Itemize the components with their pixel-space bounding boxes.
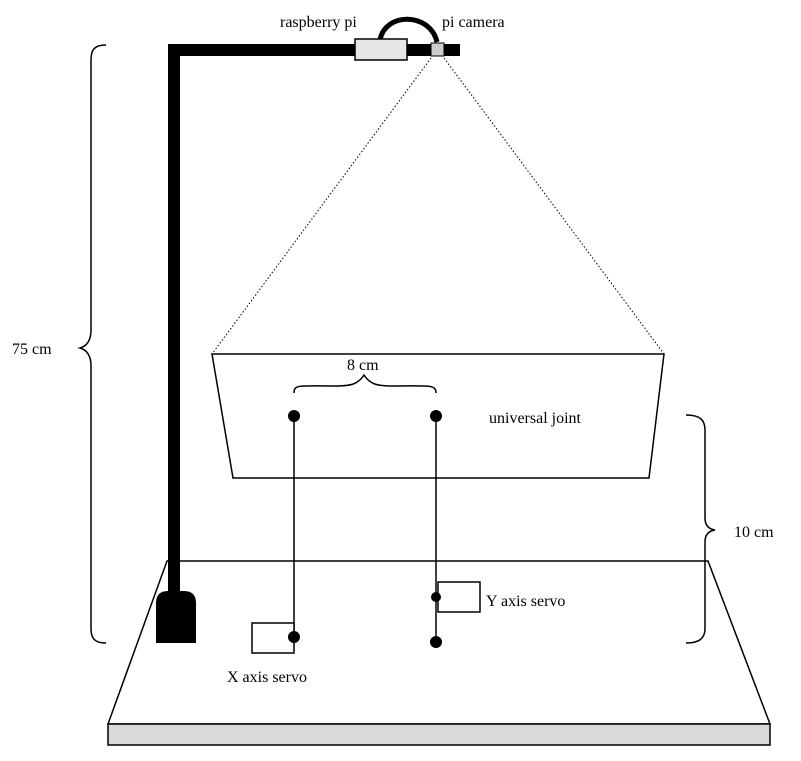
stand-pole-arm xyxy=(168,44,460,56)
plate-height-brace xyxy=(685,414,716,644)
pi-camera-module xyxy=(430,42,445,57)
pi-camera-label: pi camera xyxy=(442,14,505,31)
y-axis-servo-pivot xyxy=(431,592,441,602)
y-axis-servo-label: Y axis servo xyxy=(486,593,565,610)
base-board-front-edge xyxy=(107,723,771,746)
camera-view-line-right xyxy=(443,57,665,355)
camera-view-line-left xyxy=(211,57,432,355)
universal-joint-left xyxy=(288,410,300,422)
raspberry-pi-label: raspberry pi xyxy=(280,14,357,31)
joint-spacing-label: 8 cm xyxy=(347,357,379,374)
plate-height-label: 10 cm xyxy=(734,524,774,541)
x-axis-servo-label: X axis servo xyxy=(227,669,307,686)
camera-cable xyxy=(377,16,440,43)
stand-pole-vertical xyxy=(168,44,180,609)
universal-joint-right xyxy=(430,410,442,422)
stand-foot xyxy=(156,591,196,643)
universal-joint-label: universal joint xyxy=(489,410,582,427)
stand-height-brace xyxy=(77,44,107,644)
y-axis-rod-base xyxy=(430,636,442,648)
joint-spacing-brace xyxy=(293,373,437,394)
x-axis-servo-pivot xyxy=(288,631,300,643)
y-axis-servo-box xyxy=(437,581,481,613)
raspberry-pi-box xyxy=(354,38,408,61)
x-axis-servo-box xyxy=(251,622,295,654)
stand-height-label: 75 cm xyxy=(12,341,52,358)
